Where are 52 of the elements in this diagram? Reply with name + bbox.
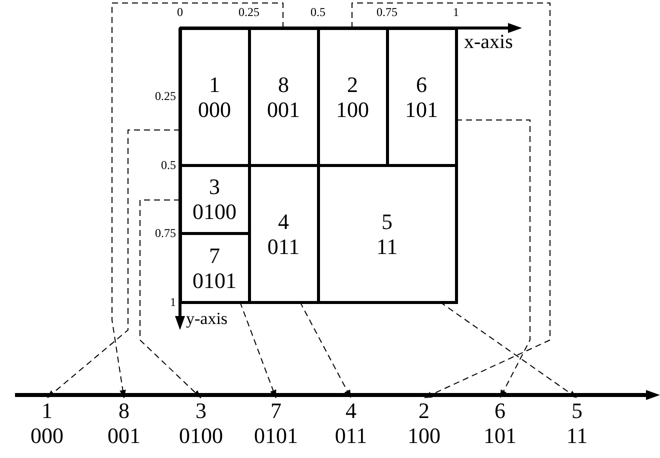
- region-code: 000: [198, 96, 231, 122]
- region-code: 100: [408, 423, 440, 448]
- region-number: 5: [382, 208, 392, 234]
- tick-label: 0.5: [161, 159, 176, 171]
- region-number: 4: [346, 398, 356, 423]
- region-number: 7: [209, 242, 220, 268]
- region-number: 8: [118, 398, 130, 423]
- dashed-arrow: [352, 2, 550, 398]
- dashed-arrow: [140, 200, 202, 398]
- region-code: 101: [405, 96, 438, 122]
- region-number: 5: [572, 398, 582, 423]
- region-code: 11: [376, 234, 398, 258]
- tick-label: 0.25: [155, 90, 176, 102]
- region-number: 1: [209, 72, 220, 96]
- region-code: 011: [267, 234, 300, 258]
- region-number: 7: [270, 398, 282, 423]
- region-number: 3: [196, 398, 206, 423]
- region-number: 1: [42, 398, 52, 423]
- region-code: 0100: [192, 199, 236, 224]
- dashed-arrow: [240, 302, 276, 398]
- region-number: 6: [416, 72, 427, 96]
- region-number: 2: [347, 72, 358, 96]
- axis-label: y-axis: [186, 310, 228, 327]
- region-code: 0101: [254, 423, 298, 448]
- dashed-arrow: [440, 302, 578, 398]
- region-number: 4: [278, 208, 289, 234]
- dashed-arrow: [46, 130, 180, 398]
- dashed-arrow: [456, 120, 530, 398]
- tick-label: 1: [453, 6, 459, 18]
- region-code: 000: [30, 423, 64, 448]
- tick-label: 0.75: [376, 6, 398, 18]
- tick-label: 1: [170, 296, 176, 308]
- dashed-arrow: [300, 302, 352, 398]
- dashed-arrow: [112, 2, 284, 398]
- region-code: 100: [336, 96, 369, 122]
- region-number: 2: [418, 398, 430, 423]
- grid-cell: [178, 26, 250, 166]
- tick-label: 0.25: [238, 6, 260, 18]
- tick-label: 0: [177, 6, 183, 18]
- region-number: 3: [209, 174, 220, 199]
- tick-label: 0.75: [155, 227, 176, 239]
- region-code: 11: [566, 423, 588, 448]
- tick-label: 0.5: [310, 6, 326, 18]
- region-code: 101: [484, 423, 516, 448]
- region-code: 001: [267, 96, 300, 122]
- region-number: 8: [278, 72, 289, 96]
- region-code: 011: [334, 423, 368, 448]
- region-number: 6: [494, 398, 506, 423]
- region-code: 0100: [179, 423, 223, 448]
- axis-label: x-axis: [464, 32, 513, 52]
- region-code: 001: [108, 423, 140, 448]
- region-code: 0101: [192, 268, 236, 292]
